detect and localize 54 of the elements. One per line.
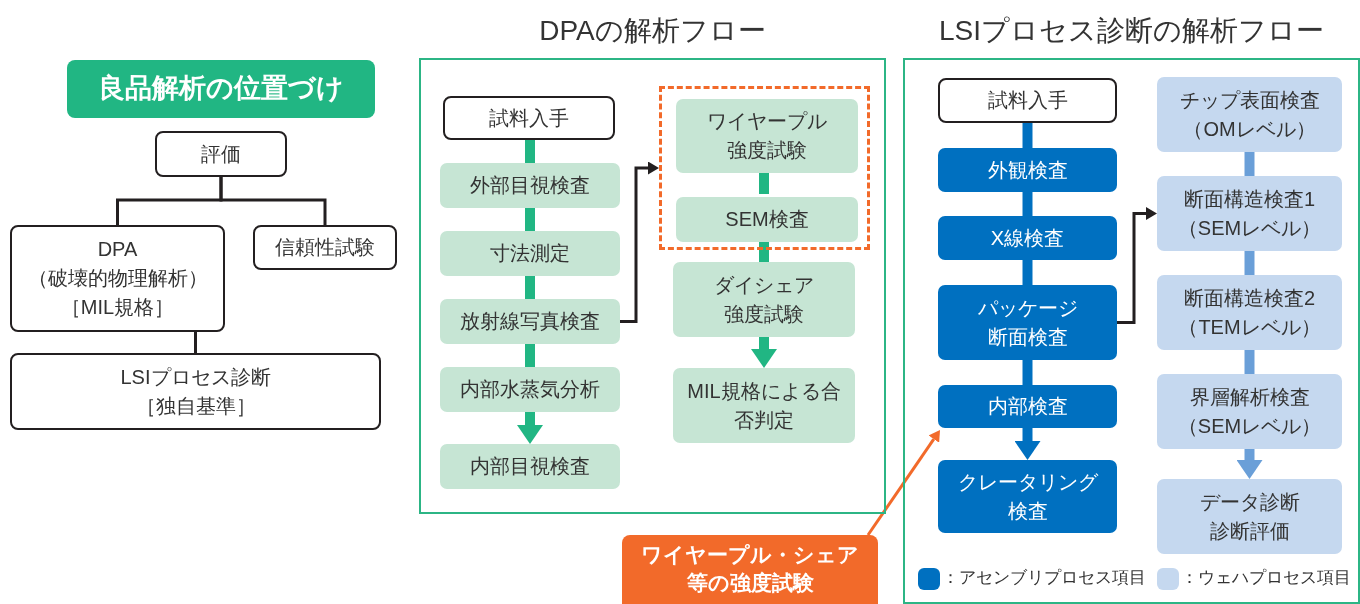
- arrow: [1117, 207, 1157, 324]
- arrow: [620, 161, 659, 323]
- legend-label: ：ウェハプロセス項目: [1181, 567, 1351, 589]
- connector-line: [1022, 260, 1033, 285]
- arrow: [517, 412, 543, 444]
- step-box: チップ表面検査（OMレベル）: [1157, 77, 1342, 152]
- arrow: [751, 337, 777, 368]
- connector-line: [759, 239, 769, 262]
- process-box: LSIプロセス診断［独自基準］: [10, 353, 381, 430]
- connector-line: [219, 177, 327, 225]
- step-box: 内部目視検査: [440, 444, 620, 489]
- arrow: [1014, 428, 1041, 460]
- connector-line: [1244, 350, 1255, 374]
- step-box: ダイシェア強度試験: [673, 262, 855, 337]
- callout-box: ワイヤープル・シェア等の強度試験: [622, 535, 878, 604]
- step-box: パッケージ断面検査: [938, 285, 1117, 360]
- step-box: 界層解析検査（SEMレベル）: [1157, 374, 1342, 449]
- connector-line: [1022, 360, 1033, 385]
- legend-label: ：アセンブリプロセス項目: [942, 567, 1146, 589]
- step-box: 断面構造検査1（SEMレベル）: [1157, 176, 1342, 251]
- process-box: 試料入手: [443, 96, 615, 140]
- connector-line: [194, 332, 197, 353]
- arrow: [1236, 449, 1263, 479]
- step-box: クレータリング検査: [938, 460, 1117, 533]
- connector-line: [1244, 152, 1255, 176]
- connector-line: [1022, 192, 1033, 216]
- step-box: 断面構造検査2（TEMレベル）: [1157, 275, 1342, 350]
- process-box: 試料入手: [938, 78, 1117, 123]
- arrow: [866, 430, 940, 536]
- step-box: 内部水蒸気分析: [440, 367, 620, 412]
- connector-line: [525, 140, 535, 163]
- step-box: データ診断診断評価: [1157, 479, 1342, 554]
- process-box: 評価: [155, 131, 287, 177]
- process-box: 信頼性試験: [253, 225, 397, 270]
- step-box: 内部検査: [938, 385, 1117, 428]
- panel-title: LSIプロセス診断の解析フロー: [939, 14, 1324, 48]
- dashed-group-box: [659, 86, 870, 250]
- connector-line: [525, 344, 535, 367]
- step-box: 外部目視検査: [440, 163, 620, 208]
- connector-line: [525, 276, 535, 299]
- connector-line: [1022, 123, 1033, 148]
- step-box: SEM検査: [676, 197, 858, 242]
- step-box: 外観検査: [938, 148, 1117, 192]
- step-box: 放射線写真検査: [440, 299, 620, 344]
- step-box: MIL規格による合否判定: [673, 368, 855, 443]
- connector-line: [759, 170, 769, 194]
- step-box: 寸法測定: [440, 231, 620, 276]
- process-box: DPA（破壊的物理解析）［MIL規格］: [10, 225, 225, 332]
- panel-title: DPAの解析フロー: [539, 14, 766, 48]
- connector-line: [525, 208, 535, 231]
- connector-line: [1244, 251, 1255, 275]
- step-box: X線検査: [938, 216, 1117, 260]
- heading-box: 良品解析の位置づけ: [67, 60, 375, 118]
- step-box: ワイヤープル強度試験: [676, 99, 858, 173]
